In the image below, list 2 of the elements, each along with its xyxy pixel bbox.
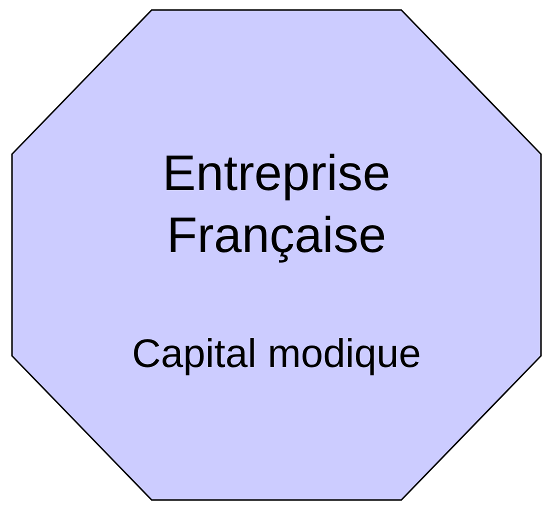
node-subtitle: Capital modique <box>132 330 422 378</box>
node-title: Entreprise Française <box>162 144 392 265</box>
